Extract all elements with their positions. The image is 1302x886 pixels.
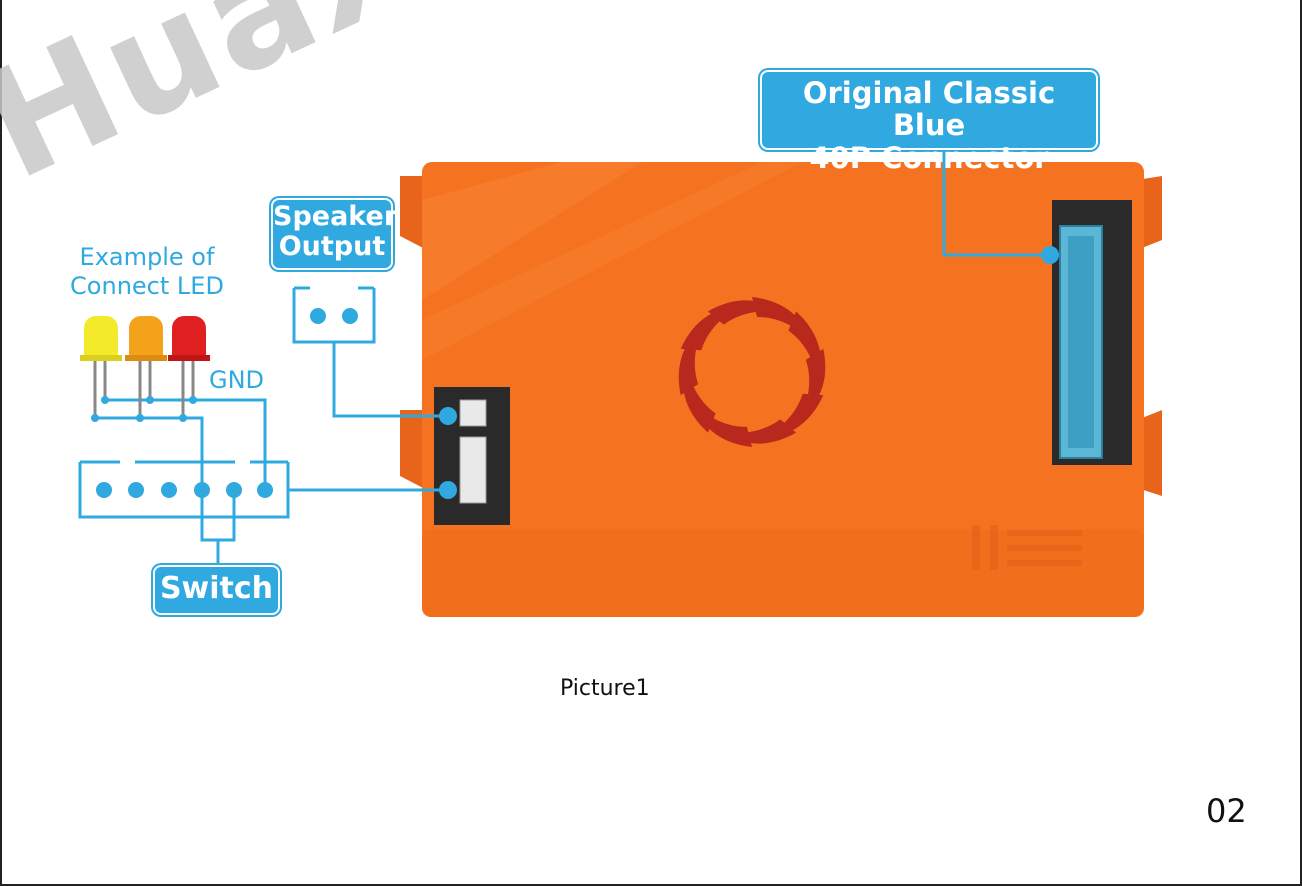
speaker-output-callout: Speaker Output: [271, 198, 397, 270]
fan-icon: [678, 297, 826, 447]
led-example: [80, 316, 210, 418]
switch-callout: Switch: [153, 565, 280, 615]
page-number: 02: [1206, 792, 1247, 830]
led-orange: [125, 316, 167, 418]
game-board-case: [400, 162, 1162, 617]
led-yellow: [80, 316, 122, 418]
pin-dots: [91, 246, 1059, 499]
led-red: [168, 316, 210, 418]
led-example-label: Example of Connect LED: [70, 243, 224, 300]
wiring-lines: [78, 150, 1050, 565]
figure-caption: Picture1: [560, 676, 650, 701]
connector-callout: Original Classic Blue 40P Connector: [760, 70, 1098, 174]
gnd-label: GND: [209, 366, 265, 394]
embossed-logo: [972, 525, 1082, 570]
